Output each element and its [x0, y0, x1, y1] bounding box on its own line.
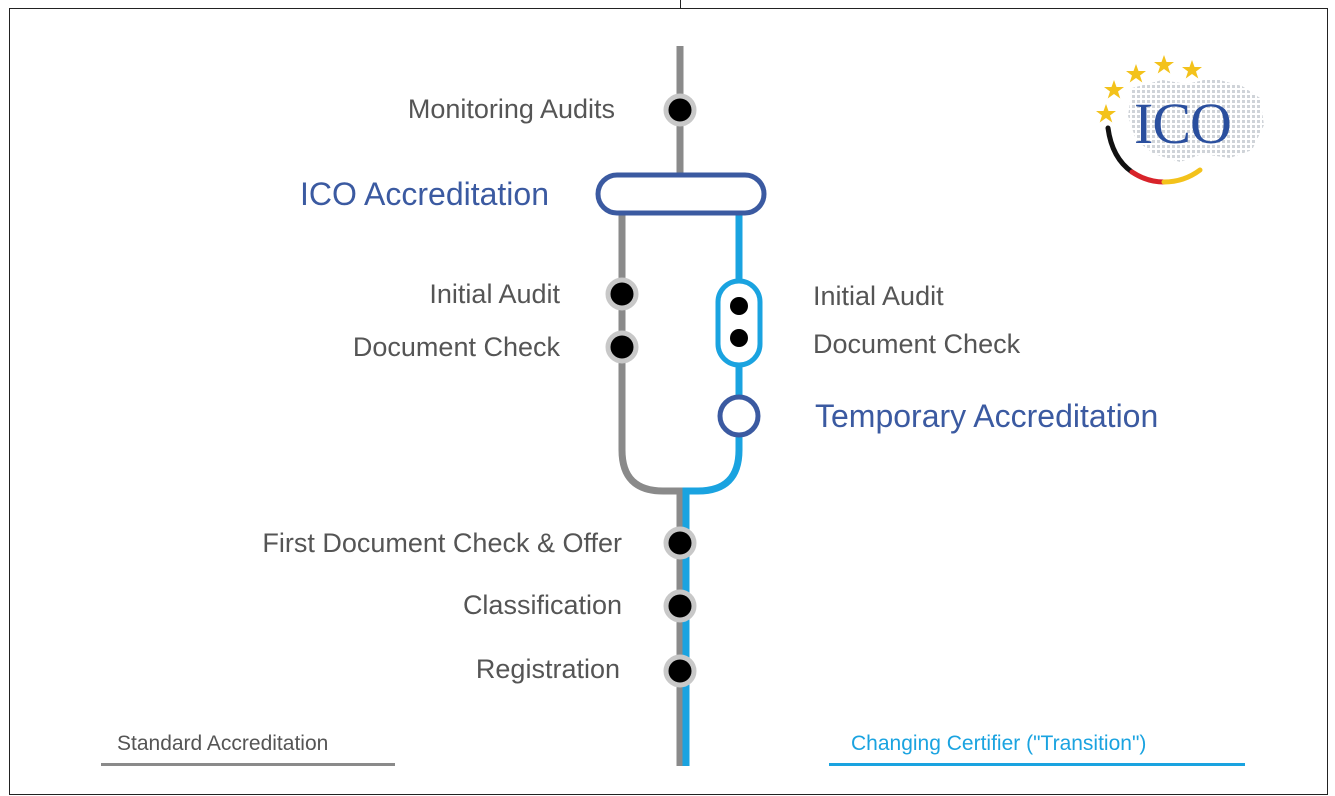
- node-transition-document-check: [730, 329, 748, 347]
- transition-audit-capsule: [715, 278, 763, 368]
- label-transition-document-check: Document Check: [813, 329, 1021, 359]
- transition-branch-line: [682, 212, 743, 766]
- legend-standard-line: [101, 763, 395, 766]
- legend-transition-line: [829, 763, 1245, 766]
- label-classification: Classification: [462, 590, 622, 620]
- ico-logo-text: ICO: [1134, 91, 1231, 156]
- ico-logo-graphic: ICO: [1096, 55, 1264, 185]
- label-first-document-check: First Document Check & Offer: [262, 528, 622, 558]
- legend-standard-label: Standard Accreditation: [117, 732, 329, 755]
- ico-accreditation-bar: [595, 172, 767, 216]
- label-transition-initial-audit: Initial Audit: [813, 281, 944, 311]
- node-monitoring-audits: [663, 93, 697, 127]
- node-first-document-check: [663, 526, 697, 560]
- label-ico-accreditation: ICO Accreditation: [300, 176, 549, 212]
- label-monitoring-audits: Monitoring Audits: [407, 94, 615, 124]
- label-registration: Registration: [475, 654, 620, 684]
- ico-logo: ICO: [1092, 50, 1270, 188]
- node-standard-document-check: [605, 330, 639, 364]
- standard-branch-line: [618, 212, 684, 766]
- top-tick-mark: [680, 0, 681, 9]
- node-registration: [663, 654, 697, 688]
- node-transition-initial-audit: [730, 297, 748, 315]
- legend-transition-label: Changing Certifier ("Transition"): [851, 732, 1147, 755]
- node-standard-initial-audit: [605, 277, 639, 311]
- node-classification: [663, 589, 697, 623]
- label-standard-initial-audit: Initial Audit: [429, 279, 560, 309]
- label-standard-document-check: Document Check: [352, 332, 560, 362]
- label-temporary-accreditation: Temporary Accreditation: [815, 398, 1159, 434]
- temporary-accreditation-ring: [717, 394, 761, 438]
